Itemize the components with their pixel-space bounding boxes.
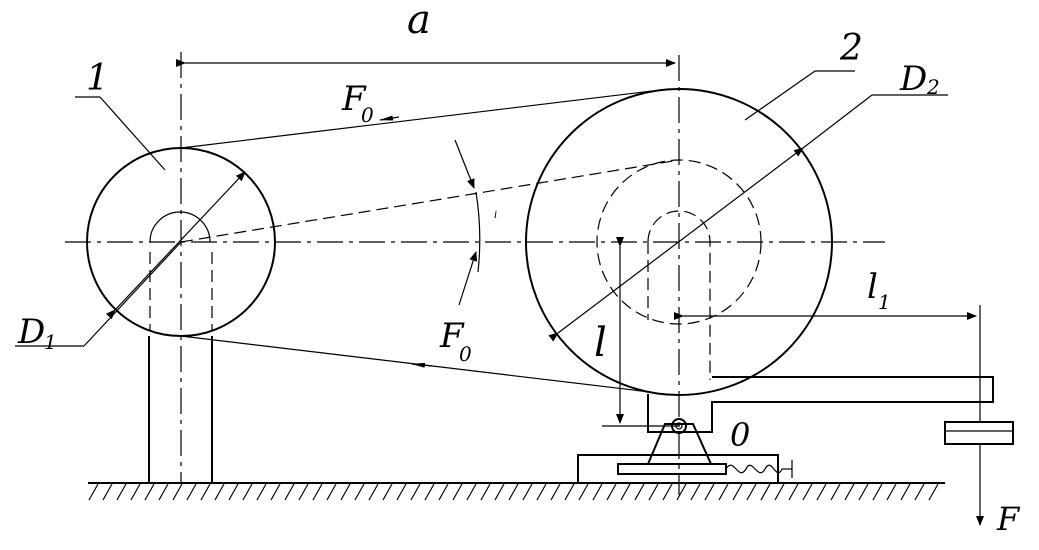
dimension-d2: [548, 94, 948, 342]
belt: [180, 90, 653, 393]
ground-hatch-line: [312, 483, 323, 501]
ground-hatch-line: [830, 483, 841, 501]
label-a: a: [407, 0, 431, 43]
ground-hatch-line: [186, 483, 197, 501]
ground-hatch-line: [662, 483, 673, 501]
ground-hatch-line: [620, 483, 631, 501]
ground-hatch-line: [788, 483, 799, 501]
ground-hatch-line: [382, 483, 393, 501]
ground-hatch-line: [564, 483, 575, 501]
ground-hatch-line: [606, 483, 617, 501]
ground-hatch-line: [760, 483, 771, 501]
ground-hatch-line: [214, 483, 225, 501]
label-pivot: 0: [730, 416, 750, 454]
label-angle-mark: i: [494, 210, 497, 221]
ground-hatch-line: [200, 483, 211, 501]
ground-hatch-line: [158, 483, 169, 501]
lever-arm: [647, 376, 1014, 526]
label-l1-sub: 1: [878, 290, 891, 314]
ground-hatch-line: [536, 483, 547, 501]
ground-hatch-line: [592, 483, 603, 501]
label-d2-sub: 2: [926, 75, 940, 99]
dimension-d1: [15, 171, 246, 347]
ground-hatch-line: [326, 483, 337, 501]
ground-hatch-line: [88, 483, 99, 501]
label-l1: l: [867, 267, 878, 307]
ground-hatch-line: [256, 483, 267, 501]
label-f0-top-sub: 0: [361, 103, 374, 127]
ground-hatch-line: [928, 483, 939, 501]
ground-hatch-line: [340, 483, 351, 501]
ground-hatch-line: [396, 483, 407, 501]
label-d1-sub: 1: [44, 330, 57, 354]
ground-hatch-line: [900, 483, 911, 501]
pulley-1: [86, 52, 276, 482]
ground-hatch-line: [172, 483, 183, 501]
ground-hatch-line: [284, 483, 295, 501]
ground-hatch-line: [634, 483, 645, 501]
ground-hatch-line: [816, 483, 827, 501]
base-slide: [577, 454, 793, 483]
angle-indicator: [180, 139, 680, 306]
ground-hatch-line: [886, 483, 897, 501]
ground-hatch-line: [872, 483, 883, 501]
leader-1-slope: [99, 96, 166, 171]
ground-hatch-line: [494, 483, 505, 501]
ground-hatch-line: [690, 483, 701, 501]
dimension-l1: [674, 305, 981, 402]
label-pulley-1: 1: [86, 58, 109, 99]
label-f0-mid-sub: 0: [459, 342, 472, 366]
ground-hatch-line: [466, 483, 477, 501]
dimension-l: [602, 237, 679, 427]
ground-hatch-line: [242, 483, 253, 501]
ground-hatch-line: [648, 483, 659, 501]
ground-hatch-line: [550, 483, 561, 501]
ground-hatch-line: [746, 483, 757, 501]
ground-hatch-line: [228, 483, 239, 501]
ground-hatch-line: [116, 483, 127, 501]
leader-2-slope: [744, 70, 816, 121]
ground-hatch-line: [676, 483, 687, 501]
label-f0-mid: F: [439, 316, 465, 356]
ground-hatch-line: [144, 483, 155, 501]
label-force: F: [996, 500, 1021, 538]
ground-hatch-line: [732, 483, 743, 501]
ground-hatch-line: [522, 483, 533, 501]
ground-hatch-line: [410, 483, 421, 501]
label-l: l: [594, 320, 607, 366]
ground-hatch-line: [424, 483, 435, 501]
ground-hatch-line: [578, 483, 589, 501]
ground-hatch-line: [914, 483, 925, 501]
ground-hatch-line: [102, 483, 113, 501]
ground: [88, 482, 945, 501]
ground-hatch-line: [508, 483, 519, 501]
ground-hatch-line: [704, 483, 715, 501]
label-pulley-2: 2: [839, 28, 863, 69]
ground-hatch-line: [480, 483, 491, 501]
ground-hatch-line: [368, 483, 379, 501]
ground-hatch-line: [298, 483, 309, 501]
ground-hatch-line: [130, 483, 141, 501]
ground-hatch-line: [452, 483, 463, 501]
ground-hatch-line: [802, 483, 813, 501]
ground-hatch-line: [774, 483, 785, 501]
label-d2: D: [899, 59, 927, 99]
ground-hatch-line: [858, 483, 869, 501]
label-d1: D: [17, 312, 45, 352]
label-f0-top: F: [341, 79, 367, 119]
ground-hatch-line: [438, 483, 449, 501]
pulley-1-support: [148, 336, 213, 483]
ground-hatch-line: [270, 483, 281, 501]
ground-hatch-line: [718, 483, 729, 501]
ground-hatch-line: [354, 483, 365, 501]
ground-hatch-line: [844, 483, 855, 501]
